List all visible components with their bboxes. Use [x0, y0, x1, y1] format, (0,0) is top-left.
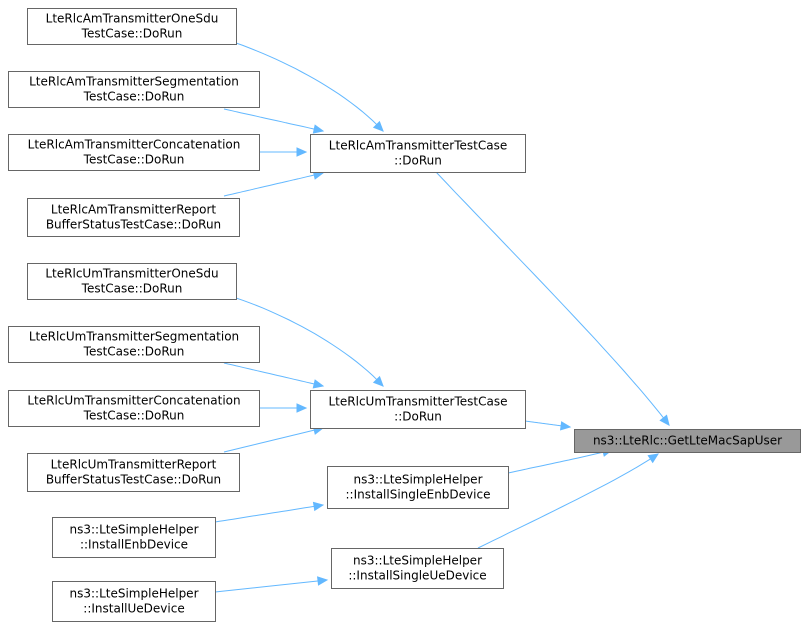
node-label-line: ns3::LteSimpleHelper [353, 554, 482, 568]
node-label-line: LteRlcAmTransmitterSegmentation [29, 75, 239, 89]
node-label-line: TestCase::DoRun [81, 282, 183, 296]
node-label-line: ns3::LteSimpleHelper [70, 587, 199, 601]
node-um-seg[interactable]: LteRlcUmTransmitterSegmentationTestCase:… [8, 326, 260, 363]
node-box [27, 263, 237, 300]
node-label-line: TestCase::DoRun [81, 27, 183, 41]
edge-am-report-to-am-testcase [223, 170, 325, 197]
node-label-line: ns3::LteRlc::GetLteMacSapUser [593, 434, 782, 448]
node-box [310, 134, 526, 173]
edge-arrowhead [296, 403, 308, 413]
edges-layer [214, 42, 670, 593]
node-label-line: LteRlcAmTransmitterOneSdu [46, 12, 219, 26]
edge-line [477, 453, 659, 549]
edge-arrowhead [372, 120, 384, 132]
node-single-ue[interactable]: ns3::LteSimpleHelper::InstallSingleUeDev… [331, 548, 504, 589]
edge-um-report-to-um-testcase [223, 425, 325, 453]
node-box [52, 517, 216, 558]
edge-am-seg-to-am-testcase [223, 108, 325, 134]
node-ue-device[interactable]: ns3::LteSimpleHelper::InstallUeDevice [52, 581, 216, 622]
node-label-line: LteRlcAmTransmitterConcatenation [28, 138, 241, 152]
edge-line [223, 108, 324, 132]
node-box [574, 429, 801, 453]
node-box [27, 198, 240, 237]
node-box [8, 326, 260, 363]
edge-um-testcase-to-target [524, 420, 572, 431]
edge-arrowhead [296, 147, 308, 157]
node-label-line: LteRlcUmTransmitterSegmentation [29, 330, 239, 344]
edge-ue-device-to-single-ue [214, 576, 329, 593]
edge-arrowhead [312, 501, 325, 512]
edge-line [223, 362, 324, 387]
edge-single-ue-to-target [477, 453, 660, 549]
edge-arrowhead [317, 576, 329, 586]
node-label-line: ::InstallUeDevice [83, 602, 184, 616]
node-label-line: LteRlcUmTransmitterTestCase [329, 395, 508, 409]
node-enb-device[interactable]: ns3::LteSimpleHelper::InstallEnbDevice [52, 517, 216, 558]
edge-arrowhead [560, 421, 572, 431]
node-label-line: BufferStatusTestCase::DoRun [46, 218, 221, 232]
node-am-concat[interactable]: LteRlcAmTransmitterConcatenationTestCase… [8, 134, 260, 171]
edge-am-onesdu-to-am-testcase [235, 42, 384, 132]
node-um-report[interactable]: LteRlcUmTransmitterReportBufferStatusTes… [27, 453, 240, 492]
edge-line [223, 427, 324, 453]
node-label-line: ::InstallEnbDevice [80, 538, 188, 552]
edge-line [235, 42, 384, 132]
node-um-testcase[interactable]: LteRlcUmTransmitterTestCase::DoRun [310, 390, 526, 429]
edge-arrowhead [647, 453, 660, 464]
node-box [52, 581, 216, 622]
node-label-line: LteRlcAmTransmitterReport [51, 203, 216, 217]
node-um-concat[interactable]: LteRlcUmTransmitterConcatenationTestCase… [8, 390, 260, 427]
node-am-seg[interactable]: LteRlcAmTransmitterSegmentationTestCase:… [8, 71, 260, 108]
edge-line [214, 579, 328, 593]
node-label-line: ::InstallSingleEnbDevice [346, 488, 491, 502]
edge-line [214, 504, 324, 523]
edge-line [223, 172, 324, 197]
node-label-line: LteRlcUmTransmitterConcatenation [27, 394, 240, 408]
node-label-line: LteRlcAmTransmitterTestCase [329, 139, 507, 153]
node-box [8, 71, 260, 108]
edge-arrowhead [312, 379, 325, 389]
edge-arrowhead [659, 414, 670, 426]
edge-um-seg-to-um-testcase [223, 362, 325, 389]
edge-arrowhead [312, 124, 325, 134]
node-label-line: BufferStatusTestCase::DoRun [46, 473, 221, 487]
node-box [327, 466, 509, 509]
node-am-testcase[interactable]: LteRlcAmTransmitterTestCase::DoRun [310, 134, 526, 173]
node-label-line: LteRlcUmTransmitterReport [51, 458, 217, 472]
node-label-line: ::DoRun [394, 410, 442, 424]
node-am-report[interactable]: LteRlcAmTransmitterReportBufferStatusTes… [27, 198, 240, 237]
edge-am-testcase-to-target [435, 171, 670, 426]
node-label-line: ::InstallSingleUeDevice [348, 569, 486, 583]
node-label-line: TestCase::DoRun [83, 153, 185, 167]
edge-um-concat-to-um-testcase [259, 403, 308, 413]
edge-arrowhead [372, 375, 384, 387]
edge-um-onesdu-to-um-testcase [235, 297, 384, 387]
node-label-line: TestCase::DoRun [83, 90, 185, 104]
node-box [27, 8, 237, 45]
node-label-line: ns3::LteSimpleHelper [70, 523, 199, 537]
edge-line [507, 449, 613, 474]
edge-line [235, 297, 384, 387]
node-label-line: TestCase::DoRun [83, 345, 185, 359]
edge-enb-device-to-single-enb [214, 501, 325, 523]
node-box [27, 453, 240, 492]
node-box [331, 548, 504, 589]
node-single-enb[interactable]: ns3::LteSimpleHelper::InstallSingleEnbDe… [327, 466, 509, 509]
edge-am-concat-to-am-testcase [259, 147, 308, 157]
node-box [310, 390, 526, 429]
node-box [8, 134, 260, 171]
node-label-line: ::DoRun [394, 154, 442, 168]
node-label-line: LteRlcUmTransmitterOneSdu [45, 267, 218, 281]
node-label-line: ns3::LteSimpleHelper [354, 473, 483, 487]
node-box [8, 390, 260, 427]
nodes-layer: LteRlcAmTransmitterOneSduTestCase::DoRun… [8, 8, 801, 622]
node-target: ns3::LteRlc::GetLteMacSapUser [574, 429, 801, 453]
edge-line [435, 171, 670, 426]
node-label-line: TestCase::DoRun [83, 409, 185, 423]
